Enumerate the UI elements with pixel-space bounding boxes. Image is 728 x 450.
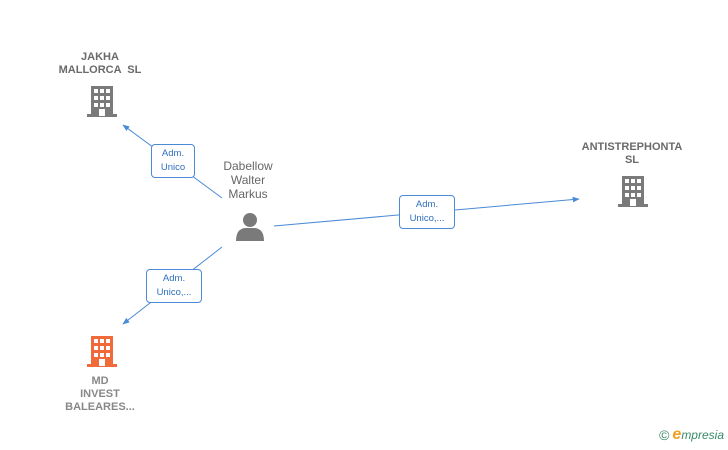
edge-label-antistrephonta[interactable]: Adm. Unico,... — [399, 195, 455, 229]
edge-label-line: Unico,... — [156, 287, 192, 298]
label-line: BALEARES... — [65, 401, 135, 413]
building-icon[interactable] — [87, 86, 117, 117]
brand-rest: mpresia — [681, 428, 724, 442]
edge-label-line: Adm. — [415, 199, 439, 210]
label-line: INVEST — [80, 388, 120, 400]
label-line: MALLORCA SL — [58, 64, 142, 76]
label-line: Dabellow — [223, 159, 273, 173]
building-icon[interactable] — [87, 336, 117, 367]
node-label-md-invest[interactable]: MD INVEST BALEARES... — [45, 375, 155, 414]
brand-e: e — [672, 426, 682, 443]
edge-label-line: Unico,... — [409, 213, 445, 224]
label-line: ANTISTREPHONTA — [581, 141, 683, 153]
edge-label-line: Unico — [160, 162, 186, 173]
edge-label-line: Adm. — [162, 273, 186, 284]
edge-label-jakha[interactable]: Adm. Unico — [151, 144, 195, 178]
brand-watermark: © empresia — [659, 426, 724, 444]
label-line: Walter — [230, 173, 266, 187]
brand-name: empresia — [672, 426, 724, 444]
label-line: JAKHA — [81, 51, 119, 63]
node-label-jakha[interactable]: JAKHA MALLORCA SL — [40, 51, 160, 77]
label-line: SL — [624, 154, 640, 166]
edge-label-line: Adm. — [161, 148, 185, 159]
node-label-antistrephonta[interactable]: ANTISTREPHONTA SL — [568, 141, 696, 167]
node-label-person[interactable]: Dabellow Walter Markus — [200, 159, 296, 201]
building-icon[interactable] — [618, 176, 648, 207]
label-line: MD — [91, 375, 109, 387]
copyright-symbol: © — [659, 427, 670, 443]
label-line: Markus — [228, 187, 268, 201]
person-icon[interactable] — [236, 213, 264, 241]
edge-label-md-invest[interactable]: Adm. Unico,... — [146, 269, 202, 303]
